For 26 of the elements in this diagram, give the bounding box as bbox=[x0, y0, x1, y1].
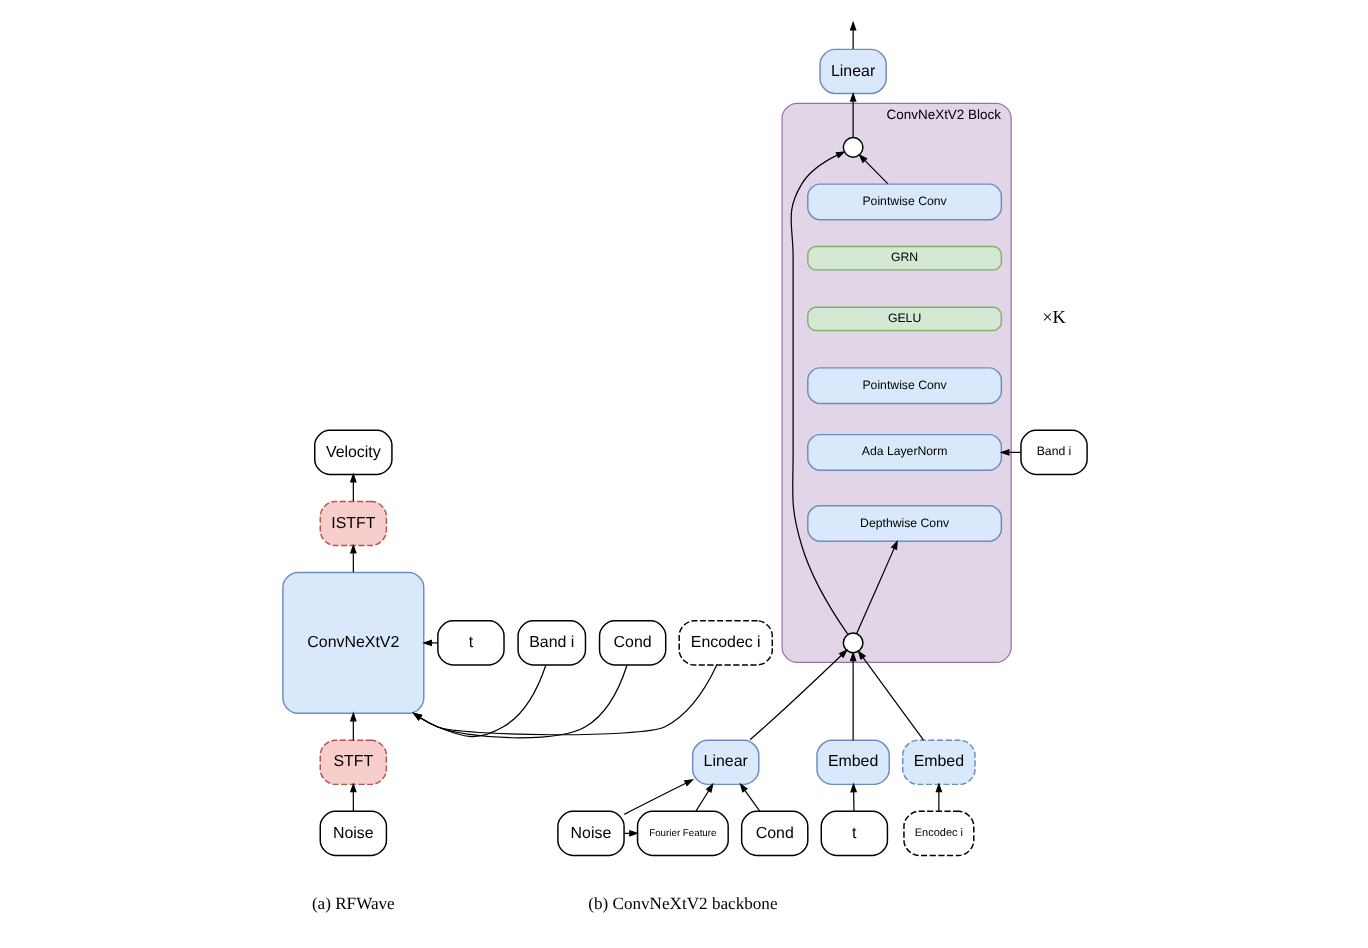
arrow bbox=[694, 782, 713, 812]
node-circle bbox=[841, 136, 863, 158]
arrow bbox=[348, 543, 356, 573]
arrow bbox=[934, 782, 942, 812]
arrow bbox=[849, 782, 857, 812]
arrow bbox=[855, 539, 897, 635]
arrow bbox=[348, 782, 356, 812]
arrow bbox=[348, 711, 356, 741]
arrow bbox=[848, 651, 856, 741]
label: (a) RFWave bbox=[310, 892, 394, 913]
arrow bbox=[738, 782, 760, 812]
node-label: ×K bbox=[1041, 307, 1065, 328]
arrow bbox=[748, 649, 848, 741]
node-circle bbox=[841, 632, 863, 654]
arrow bbox=[856, 650, 924, 741]
label: (b) ConvNeXtV2 backbone bbox=[587, 892, 777, 913]
arrow bbox=[411, 664, 627, 739]
arrow bbox=[622, 779, 694, 815]
arrow bbox=[848, 91, 856, 138]
arrow bbox=[348, 472, 356, 502]
arrow bbox=[848, 20, 856, 50]
arrow bbox=[857, 153, 888, 185]
arrow bbox=[411, 664, 546, 738]
arrow bbox=[421, 639, 438, 647]
arrow bbox=[411, 664, 717, 736]
arrow bbox=[789, 151, 848, 635]
